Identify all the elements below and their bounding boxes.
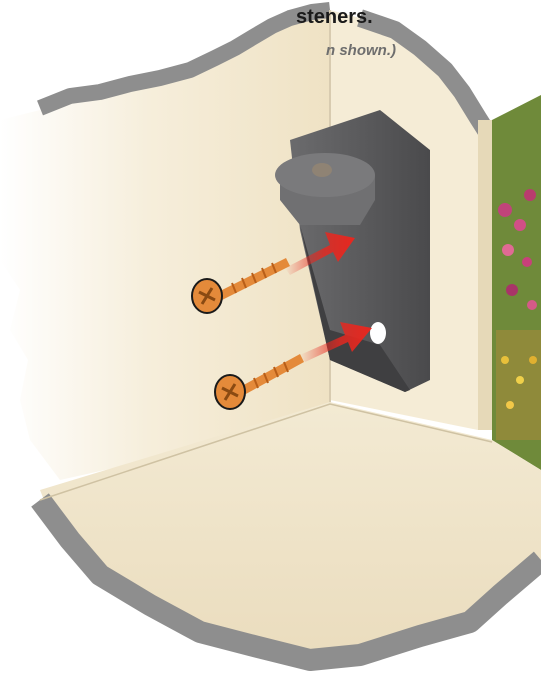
instruction-text: steners. <box>296 6 373 29</box>
back-wall <box>0 10 330 480</box>
instruction-note: n shown.) <box>326 42 396 59</box>
garden-background <box>492 95 541 470</box>
